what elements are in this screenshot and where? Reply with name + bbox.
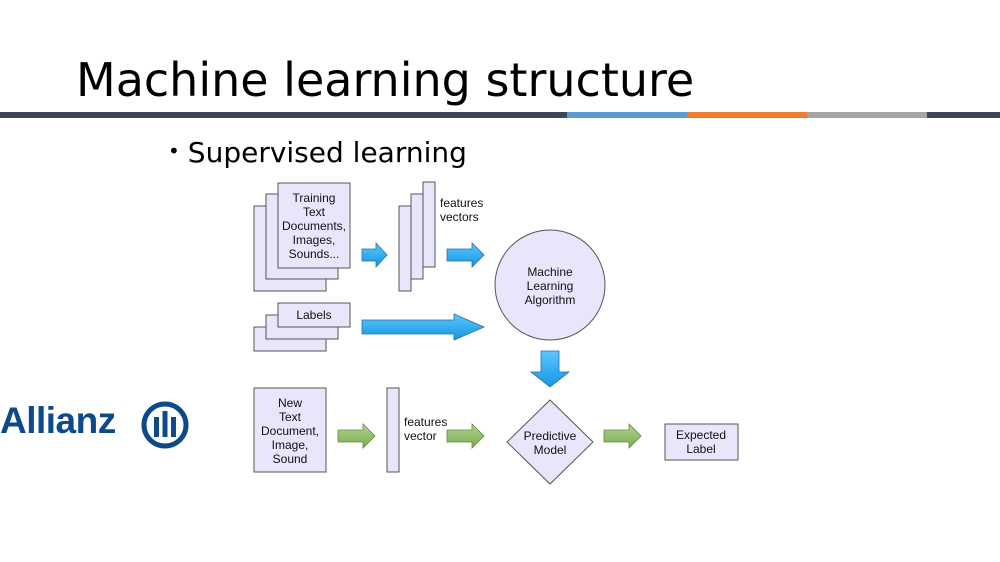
allianz-logo: Allianz xyxy=(0,398,200,452)
new-document-page xyxy=(253,387,327,473)
algorithm-line-2: Learning xyxy=(527,279,574,293)
training-docs-line-5: Sounds... xyxy=(289,247,340,261)
bullet-text: Supervised learning xyxy=(187,136,467,169)
blue-arrow-to-algorithm xyxy=(446,242,485,268)
new-doc-line-5: Sound xyxy=(273,452,308,466)
labels-text: Labels xyxy=(296,308,331,322)
predictive-model-line-2: Model xyxy=(534,443,567,457)
allianz-eagle-icon xyxy=(141,401,189,449)
header-rule-segment-1 xyxy=(0,112,567,118)
training-doc-page-1 xyxy=(277,182,351,269)
slide-title: Machine learning structure xyxy=(76,53,695,107)
green-arrow-to-feature-vector xyxy=(337,423,376,449)
expected-label-line-2: Label xyxy=(686,442,715,456)
header-rule-segment-5 xyxy=(927,112,1000,118)
predictive-model-diamond xyxy=(506,399,594,485)
training-docs-line-3: Documents, xyxy=(282,219,346,233)
feature-vector-line-2: vector xyxy=(404,429,437,443)
feature-vector-bar-2 xyxy=(410,193,424,280)
new-document-node: New Text Document, Image, Sound xyxy=(253,387,327,473)
new-doc-line-2: Text xyxy=(279,410,302,424)
logo-wordmark: Allianz xyxy=(0,400,116,441)
features-vectors-line-2: vectors xyxy=(440,210,479,224)
labels-stack: Labels xyxy=(253,302,351,352)
algorithm-line-3: Algorithm xyxy=(525,293,576,307)
feature-vectors-stack: features vectors xyxy=(398,181,483,292)
features-vectors-line-1: features xyxy=(440,196,483,210)
algorithm-line-1: Machine xyxy=(527,265,573,279)
feature-vector-bar xyxy=(386,387,400,473)
expected-label-line-1: Expected xyxy=(676,428,726,442)
bullet-item: • Supervised learning xyxy=(168,136,467,169)
expected-label-node: Expected Label xyxy=(664,423,739,461)
new-doc-line-4: Image, xyxy=(272,438,309,452)
header-rule-segment-3 xyxy=(687,112,807,118)
feature-vector-bar-1 xyxy=(422,181,436,268)
new-doc-line-3: Document, xyxy=(261,424,319,438)
predictive-model-node: Predictive Model xyxy=(506,399,594,485)
new-doc-line-1: New xyxy=(278,396,302,410)
blue-arrow-labels-to-algorithm xyxy=(361,313,486,341)
blue-arrow-down-to-model xyxy=(529,350,571,388)
training-docs-line-4: Images, xyxy=(293,233,336,247)
training-docs-line-2: Text xyxy=(303,205,326,219)
labels-card-1 xyxy=(277,302,351,328)
training-documents-stack: Training Text Documents, Images, Sounds.… xyxy=(253,182,351,292)
expected-label-box xyxy=(664,423,739,461)
header-rule-segment-2 xyxy=(567,112,687,118)
feature-vector-bar-3 xyxy=(398,205,412,292)
algorithm-circle xyxy=(494,229,606,341)
predictive-model-line-1: Predictive xyxy=(524,429,577,443)
feature-vector-node: features vector xyxy=(386,387,447,473)
training-docs-line-1: Training xyxy=(293,191,336,205)
header-rule-segment-4 xyxy=(807,112,927,118)
feature-vector-line-1: features xyxy=(404,415,447,429)
machine-learning-algorithm-node: Machine Learning Algorithm xyxy=(494,229,606,341)
green-arrow-to-model xyxy=(446,423,485,449)
blue-arrow-to-feature-vectors xyxy=(361,241,388,269)
bullet-dot: • xyxy=(168,139,180,163)
green-arrow-to-expected-label xyxy=(603,423,642,449)
